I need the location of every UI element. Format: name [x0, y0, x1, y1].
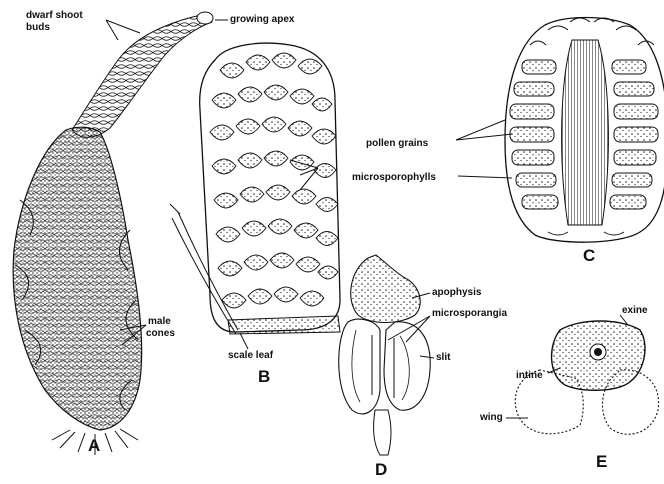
label-scale-leaf: scale leaf: [228, 350, 273, 361]
label-apophysis: apophysis: [432, 287, 481, 298]
label-wing: wing: [480, 412, 503, 423]
panel-label-d: D: [375, 460, 387, 480]
label-buds: buds: [26, 22, 50, 33]
panel-d-microsporophyll-drawing: [339, 255, 430, 455]
label-exine: exine: [622, 305, 648, 316]
label-pollen-grains: pollen grains: [366, 138, 428, 149]
panel-a-shoot-drawing: [13, 12, 213, 455]
label-dwarf-shoot: dwarf shoot: [26, 10, 83, 21]
panel-label-b: B: [258, 367, 270, 387]
panel-label-e: E: [596, 452, 607, 472]
label-intine: intine: [516, 370, 543, 381]
label-slit: slit: [436, 352, 450, 363]
panel-c-section-drawing: [505, 18, 664, 243]
panel-label-a: A: [88, 436, 100, 456]
panel-c-leader-lines: [456, 120, 512, 178]
label-growing-apex: growing apex: [230, 14, 294, 25]
panel-label-c: C: [583, 246, 595, 266]
panel-b-cone-drawing: [170, 43, 340, 334]
label-male: male: [148, 316, 171, 327]
label-microsporophylls: microsporophylls: [352, 172, 436, 183]
label-cones: cones: [146, 328, 175, 339]
label-microsporangia: microsporangia: [432, 308, 507, 319]
